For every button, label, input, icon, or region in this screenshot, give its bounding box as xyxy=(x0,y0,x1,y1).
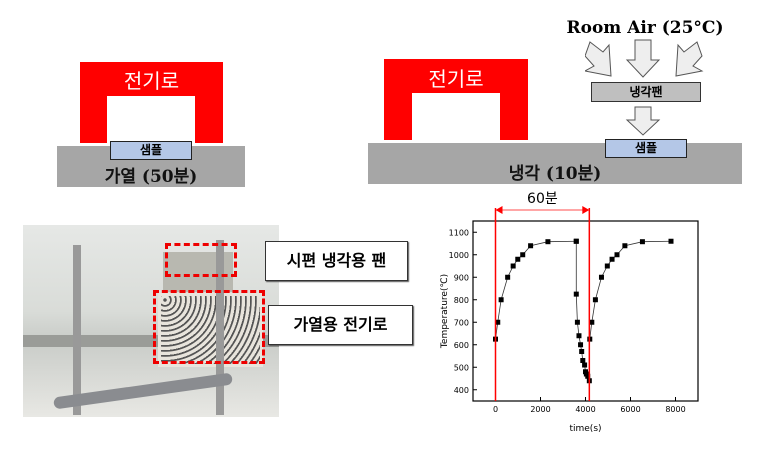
data-point-reheating xyxy=(589,319,595,325)
data-point-reheating xyxy=(668,238,674,244)
data-point-reheating xyxy=(614,252,620,258)
photo-furnace xyxy=(158,293,263,367)
data-point-reheating xyxy=(609,256,615,262)
data-point-heating xyxy=(498,297,504,303)
data-point-reheating xyxy=(598,274,604,280)
x-tick-label: 6000 xyxy=(620,405,640,414)
heating-furnace-label: 전기로 xyxy=(123,69,180,93)
data-point-cooling xyxy=(582,362,588,368)
y-tick-label: 500 xyxy=(454,363,469,372)
cooling-sample: 샘플 xyxy=(605,139,687,158)
cooling-furnace-left-leg xyxy=(384,93,412,140)
cooling-base-label: 냉각 (10분) xyxy=(508,164,602,184)
heating-furnace-left-leg xyxy=(80,96,107,143)
y-tick-label: 1000 xyxy=(449,251,469,260)
series-line-reheating xyxy=(589,240,672,340)
data-point-heating xyxy=(515,256,521,262)
x-tick-label: 4000 xyxy=(575,405,595,414)
photo-pillar-right xyxy=(216,240,224,415)
y-axis-label: Temperature(℃) xyxy=(440,274,450,349)
photo-pillar-left xyxy=(73,245,81,415)
x-tick-label: 0 xyxy=(493,405,498,414)
furnace-highlight-box xyxy=(153,290,265,364)
arrow-right-icon xyxy=(582,206,590,214)
heating-furnace-top xyxy=(80,62,223,96)
y-tick-label: 800 xyxy=(454,296,469,305)
arrow-left-icon xyxy=(495,206,503,214)
heating-furnace-right-leg xyxy=(195,96,223,143)
y-tick-label: 400 xyxy=(454,386,469,395)
cooling-furnace-right-leg xyxy=(500,93,528,140)
annotation-label: 60분 xyxy=(527,191,558,207)
data-point-cooling xyxy=(574,319,580,325)
cooling-furnace-top xyxy=(384,59,528,93)
data-point-cooling xyxy=(585,373,591,379)
arrow-down-icon xyxy=(625,39,661,78)
data-point-reheating xyxy=(622,243,628,249)
heating-base-label: 가열 (50분) xyxy=(104,167,198,187)
fan-highlight-box xyxy=(165,243,237,277)
data-point-reheating xyxy=(639,239,645,245)
heating-sample: 샘플 xyxy=(110,141,192,160)
arrow-down-left-icon xyxy=(585,41,612,77)
air-arrows xyxy=(585,39,704,136)
data-point-heating xyxy=(495,319,501,325)
arrow-down-right-icon xyxy=(675,41,704,77)
data-point-cooling xyxy=(576,333,582,339)
series-line-heating xyxy=(495,240,577,340)
data-point-heating xyxy=(510,263,516,269)
x-axis-label: time(s) xyxy=(569,424,601,434)
x-tick-label: 2000 xyxy=(530,405,550,414)
data-point-heating xyxy=(505,274,511,280)
y-tick-label: 1100 xyxy=(449,228,469,237)
data-point-reheating xyxy=(604,263,610,269)
room-air-label: Room Air (25°C) xyxy=(566,18,724,38)
data-point-reheating xyxy=(592,297,598,303)
data-point-cooling xyxy=(579,349,585,354)
data-point-heating xyxy=(545,239,551,245)
data-point-cooling xyxy=(580,358,586,363)
arrow-to-sample-icon xyxy=(625,106,661,136)
data-point-cooling xyxy=(573,291,579,297)
cooling-furnace-label: 전기로 xyxy=(428,67,484,91)
data-point-heating xyxy=(528,243,534,249)
data-point-cooling xyxy=(578,342,584,348)
photo-furnace-label: 가열용 전기로 xyxy=(268,305,413,345)
y-tick-label: 600 xyxy=(454,341,469,350)
cooling-fan: 냉각팬 xyxy=(591,82,701,102)
y-tick-label: 900 xyxy=(454,273,469,282)
data-point-cooling xyxy=(573,238,579,244)
y-tick-label: 700 xyxy=(454,318,469,327)
data-point-heating xyxy=(520,252,526,258)
x-tick-label: 8000 xyxy=(665,405,685,414)
photo-fan-label: 시편 냉각용 팬 xyxy=(265,241,408,281)
